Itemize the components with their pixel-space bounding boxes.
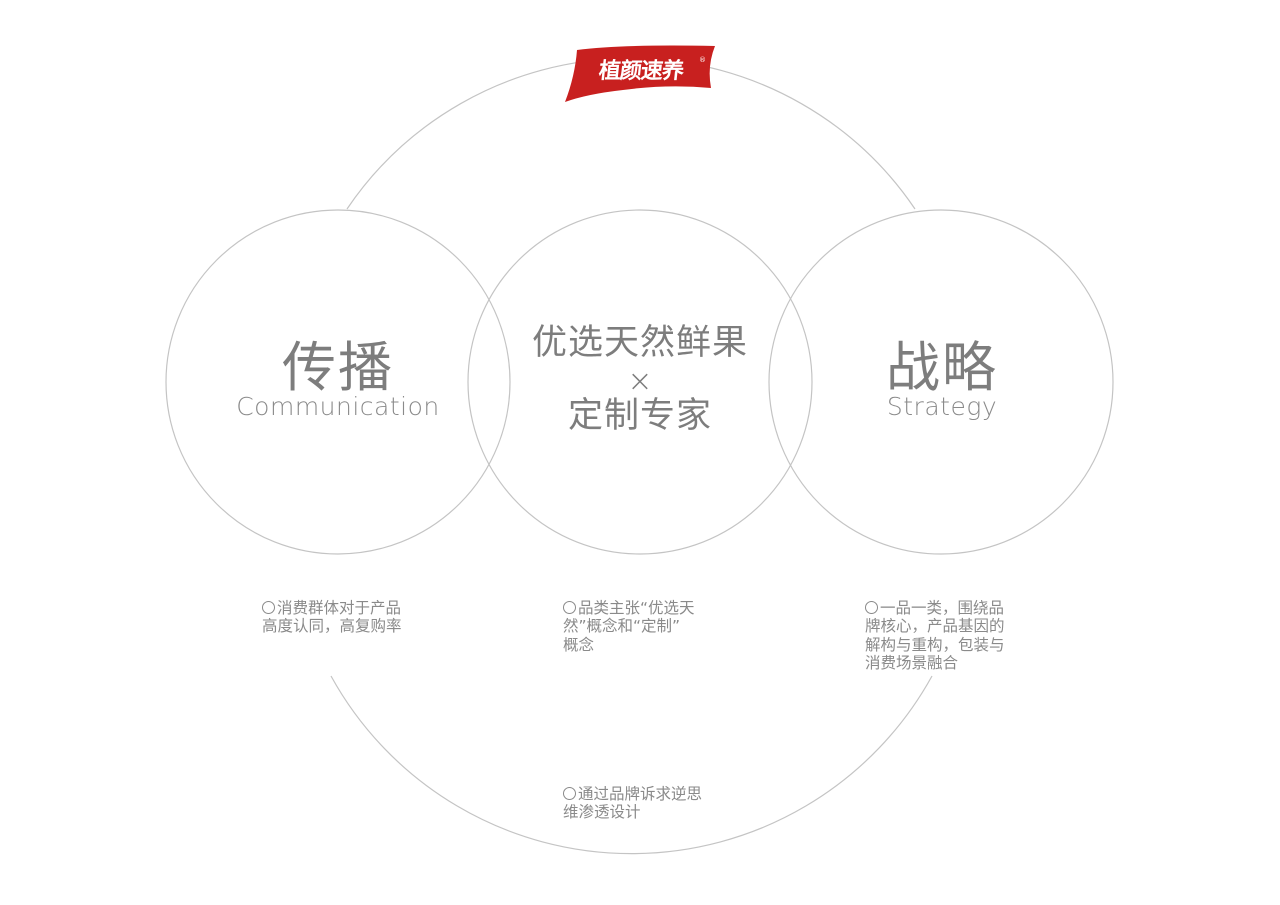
- note-left: 消费群体对于产品 高度认同，高复购率: [262, 580, 432, 636]
- note-bottom-text: 通过品牌诉求逆思 维渗透设计: [563, 784, 703, 822]
- center-circle-times-sign: ×: [627, 364, 653, 399]
- logo-banner-shape: [565, 45, 715, 102]
- right-circle-title-cn: 战略: [886, 336, 998, 399]
- center-circle-line2: 定制专家: [567, 396, 712, 436]
- registered-mark: ®: [699, 56, 706, 64]
- left-circle-title-cn: 传播: [282, 336, 394, 399]
- left-circle-title-en: Communication: [236, 392, 440, 421]
- center-circle-line1: 优选天然鲜果: [531, 323, 748, 363]
- note-center: 品类主张“优选天 然”概念和“定制” 概念: [563, 580, 728, 654]
- logo-text: 植颜速养: [597, 58, 685, 84]
- brand-logo: 植颜速养 ®: [563, 44, 717, 102]
- note-left-text: 消费群体对于产品 高度认同，高复购率: [262, 598, 402, 636]
- hollow-circle-bullet-icon: [563, 600, 576, 614]
- right-circle: [768, 209, 1114, 555]
- hollow-circle-bullet-icon: [262, 600, 275, 614]
- note-bottom: 通过品牌诉求逆思 维渗透设计: [563, 766, 733, 822]
- hollow-circle-bullet-icon: [563, 786, 576, 800]
- left-circle: [165, 209, 511, 555]
- note-right: 一品一类，围绕品 牌核心，产品基因的 解构与重构，包装与 消费场景融合: [865, 580, 1035, 673]
- note-right-text: 一品一类，围绕品 牌核心，产品基因的 解构与重构，包装与 消费场景融合: [865, 598, 1005, 673]
- outer-circle-bottom-arc: [330, 675, 933, 855]
- right-circle-title-en: Strategy: [886, 392, 998, 421]
- hollow-circle-bullet-icon: [865, 600, 878, 614]
- note-center-text: 品类主张“优选天 然”概念和“定制” 概念: [563, 598, 695, 654]
- center-circle: [467, 209, 813, 555]
